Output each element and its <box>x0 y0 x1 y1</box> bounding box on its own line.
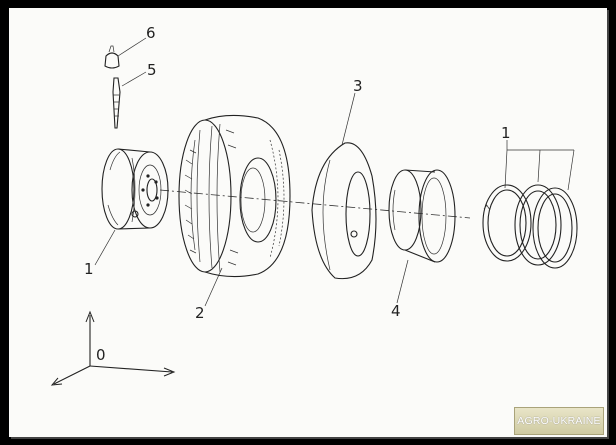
label-valve-cap: 6 <box>146 24 156 42</box>
valve-cap <box>104 45 120 69</box>
rim-flap <box>388 169 456 263</box>
label-valve-stem: 5 <box>147 61 157 79</box>
leader-1-rings <box>504 140 575 191</box>
lock-rings <box>482 184 578 269</box>
label-rim-flap: 4 <box>391 302 401 320</box>
leader-4 <box>396 259 409 304</box>
center-axis-line <box>159 189 471 219</box>
leader-5 <box>121 71 147 87</box>
label-inner-tube: 3 <box>353 77 363 95</box>
tire <box>178 114 291 278</box>
inner-tube <box>311 142 377 280</box>
watermark: AGRO-UKRAINE <box>514 407 604 435</box>
leader-3 <box>341 92 356 146</box>
label-lock-rings: 1 <box>501 124 511 142</box>
leader-1-rim <box>94 229 116 266</box>
origin-axes <box>50 310 176 386</box>
wheel-rim <box>101 148 169 230</box>
valve-stem <box>112 77 121 129</box>
leader-2 <box>204 267 223 307</box>
label-origin: 0 <box>96 346 106 364</box>
label-rim: 1 <box>84 260 94 278</box>
label-tire: 2 <box>195 304 205 322</box>
leader-6 <box>117 37 147 57</box>
